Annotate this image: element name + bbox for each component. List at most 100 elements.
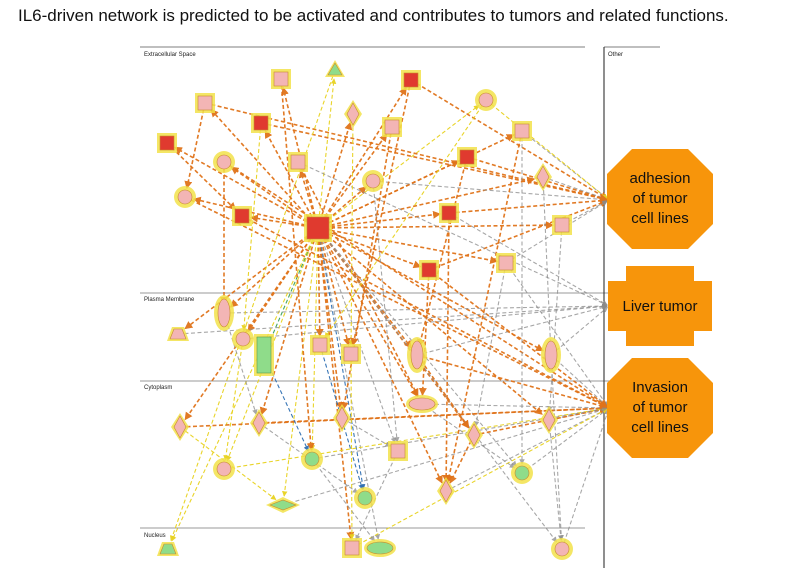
node-n22-shape bbox=[217, 298, 231, 328]
node-n17[interactable] bbox=[232, 206, 252, 226]
edge-n32-n38 bbox=[341, 417, 391, 447]
node-n8[interactable] bbox=[382, 117, 402, 137]
function-adhesion-of-tumor-cell-lines[interactable]: adhesion of tumor cell lines bbox=[607, 149, 713, 249]
node-n19[interactable] bbox=[552, 215, 572, 235]
edge-n17-f_invasion bbox=[241, 215, 609, 408]
edge-n12-f_liver bbox=[297, 161, 608, 306]
node-n40[interactable] bbox=[437, 477, 455, 505]
node-n6[interactable] bbox=[475, 89, 497, 111]
node-n12[interactable] bbox=[288, 152, 308, 172]
node-n44[interactable] bbox=[342, 538, 362, 558]
node-n8-shape bbox=[384, 119, 400, 135]
edge-n7-n27 bbox=[348, 113, 354, 346]
edge-n19-n34 bbox=[547, 224, 563, 412]
function-liver-tumor[interactable]: Liver tumor bbox=[608, 266, 712, 346]
node-n34[interactable] bbox=[540, 406, 558, 434]
node-n44-shape bbox=[344, 540, 360, 556]
node-n46[interactable] bbox=[551, 538, 573, 560]
node-n30[interactable] bbox=[171, 413, 189, 441]
node-n37[interactable] bbox=[213, 458, 235, 480]
node-n22[interactable] bbox=[214, 295, 234, 331]
edge-n3-n36 bbox=[280, 78, 315, 452]
node-n5[interactable] bbox=[401, 70, 421, 90]
edge-n21-f_invasion bbox=[505, 262, 609, 407]
function-liver-label: Liver tumor bbox=[622, 298, 697, 315]
node-n4[interactable] bbox=[325, 60, 345, 77]
node-n29[interactable] bbox=[541, 337, 561, 373]
node-n17-shape bbox=[234, 208, 250, 224]
node-n6-shape bbox=[478, 92, 494, 108]
node-n38-shape bbox=[390, 443, 406, 459]
node-n20[interactable] bbox=[419, 260, 439, 280]
node-n45[interactable] bbox=[364, 539, 396, 557]
node-n41[interactable] bbox=[354, 487, 376, 509]
node-n10[interactable] bbox=[157, 133, 177, 153]
edge-n_hub-n43 bbox=[171, 227, 319, 542]
node-n38[interactable] bbox=[388, 441, 408, 461]
edge-n_hub-n11 bbox=[230, 166, 319, 229]
node-n30-shape bbox=[173, 415, 187, 439]
function-adhesion-octagon bbox=[607, 149, 713, 249]
node-n42[interactable] bbox=[266, 497, 300, 513]
node-n31[interactable] bbox=[250, 409, 268, 437]
node-n32-shape bbox=[335, 406, 349, 430]
edge-n35-n40 bbox=[449, 434, 475, 484]
node-n29-shape bbox=[544, 340, 558, 370]
node-n33[interactable] bbox=[406, 395, 438, 413]
edge-n35-f_invasion bbox=[473, 405, 609, 436]
node-n13[interactable] bbox=[362, 170, 384, 192]
node-n28-shape bbox=[410, 340, 424, 370]
node-n39[interactable] bbox=[511, 462, 533, 484]
node-n9[interactable] bbox=[512, 121, 532, 141]
edge-n_hub-n18 bbox=[317, 210, 442, 229]
node-n28[interactable] bbox=[407, 337, 427, 373]
edge-n28-f_invasion bbox=[416, 354, 609, 410]
plasma-membrane-label: Plasma Membrane bbox=[144, 297, 195, 303]
node-n7[interactable] bbox=[344, 100, 362, 128]
edge-n8-n32 bbox=[340, 126, 393, 411]
node-n_hub[interactable] bbox=[304, 214, 332, 242]
node-n42-shape bbox=[269, 499, 297, 511]
edge-n18-f_liver bbox=[448, 212, 608, 306]
node-n27[interactable] bbox=[341, 344, 361, 364]
node-n15[interactable] bbox=[534, 163, 552, 191]
node-n16[interactable] bbox=[174, 186, 196, 208]
node-n21[interactable] bbox=[496, 253, 516, 273]
node-n10-shape bbox=[159, 135, 175, 151]
slide-title: IL6-driven network is predicted to be ac… bbox=[18, 6, 729, 25]
function-invasion-of-tumor-cell-lines[interactable]: Invasion of tumor cell lines bbox=[607, 358, 713, 458]
node-n25[interactable] bbox=[254, 334, 274, 376]
edge-n_hub-n4 bbox=[317, 78, 337, 229]
node-n7-shape bbox=[346, 102, 360, 126]
function-liver-cross bbox=[608, 266, 712, 346]
function-adhesion-line3: cell lines bbox=[631, 210, 689, 227]
edge-n2-n24 bbox=[241, 122, 262, 331]
node-n11[interactable] bbox=[213, 151, 235, 173]
edge-n46-f_invasion bbox=[561, 409, 610, 550]
extracellular-label: Extracellular Space bbox=[144, 52, 196, 58]
node-n46-shape bbox=[554, 541, 570, 557]
node-n26[interactable] bbox=[310, 335, 330, 355]
edge-n16-f_invasion bbox=[184, 196, 609, 408]
edge-n_hub-n28 bbox=[317, 227, 413, 349]
node-n37-shape bbox=[216, 461, 232, 477]
edge-n29-n46 bbox=[550, 354, 564, 541]
node-n23[interactable] bbox=[167, 327, 189, 341]
node-n36[interactable] bbox=[301, 448, 323, 470]
node-n1[interactable] bbox=[195, 93, 215, 113]
edge-n15-f_adhesion bbox=[542, 176, 608, 201]
node-n24[interactable] bbox=[232, 328, 254, 350]
edge-n_hub-n15 bbox=[317, 176, 536, 229]
node-n3[interactable] bbox=[271, 69, 291, 89]
edge-n_hub-n19 bbox=[317, 221, 555, 230]
edge-n33-n39 bbox=[421, 403, 516, 469]
node-n14[interactable] bbox=[457, 147, 477, 167]
edge-n33-f_invasion bbox=[421, 403, 608, 411]
edge-n44-f_invasion bbox=[351, 408, 608, 549]
node-n18[interactable] bbox=[439, 203, 459, 223]
node-n35[interactable] bbox=[465, 421, 483, 449]
edge-n_hub-n26 bbox=[315, 227, 324, 338]
node-n43[interactable] bbox=[157, 542, 179, 556]
node-n32[interactable] bbox=[333, 404, 351, 432]
node-n2[interactable] bbox=[251, 113, 271, 133]
